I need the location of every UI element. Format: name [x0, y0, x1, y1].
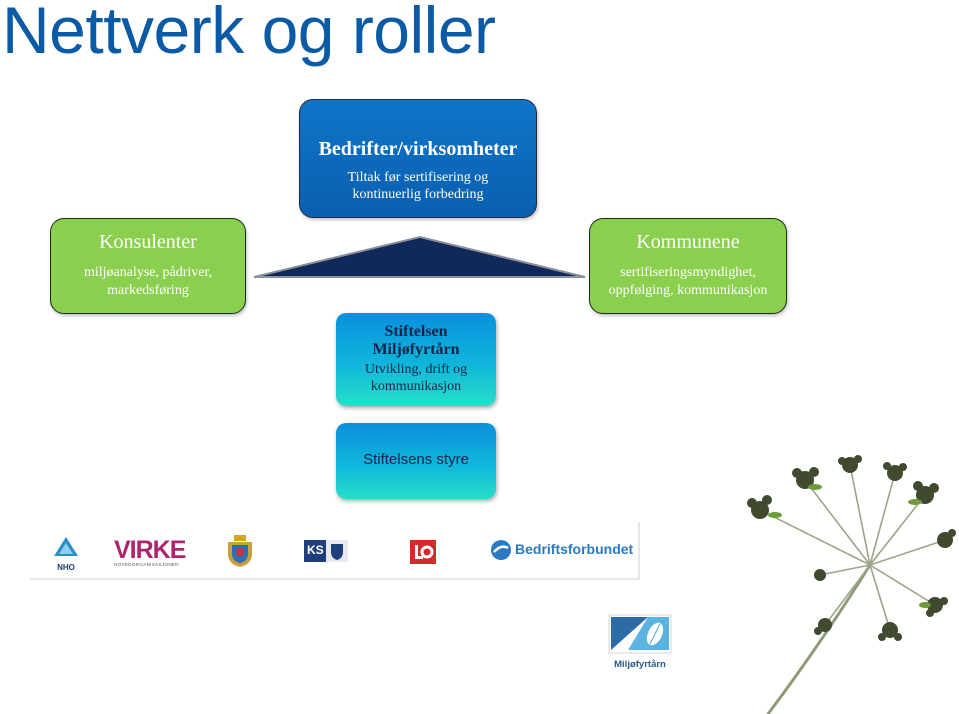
municipalities-line2: oppfølging, kommunikasjon	[608, 283, 768, 298]
virke-logo: VIRKE HOVEDORGANISASJONEN	[114, 538, 194, 574]
bedriftsforbundet-logo: Bedriftsforbundet	[490, 539, 633, 566]
lo-logo	[410, 540, 436, 569]
coat-of-arms-logo	[226, 534, 254, 573]
municipalities-box: Kommunene sertifiseringsmyndighet, oppfø…	[589, 218, 787, 314]
foundation-box: Stiftelsen Miljøfyrtårn Utvikling, drift…	[336, 313, 496, 406]
municipalities-heading: Kommunene	[636, 231, 740, 253]
page-title: Nettverk og roller	[2, 0, 496, 67]
consultants-line1: miljøanalyse, pådriver,	[83, 265, 213, 280]
companies-line2: kontinuerlig forbedring	[352, 187, 484, 202]
consultants-line2: markedsføring	[107, 283, 189, 298]
companies-line1: Tiltak før sertifisering og	[347, 170, 489, 185]
foundation-line3: Utvikling, drift og	[364, 362, 468, 377]
foundation-line2: Miljøfyrtårn	[372, 341, 460, 358]
ks-logo: KS	[304, 540, 348, 567]
companies-heading: Bedrifter/virksomheter	[318, 138, 518, 160]
consultants-box: Konsulenter miljøanalyse, pådriver, mark…	[50, 218, 246, 314]
miljofyrtarn-logo: Miljøfyrtårn	[608, 614, 672, 670]
municipalities-line1: sertifiseringsmyndighet,	[620, 265, 756, 280]
ks-emblem-icon	[304, 540, 348, 562]
nho-logo: NHO	[52, 536, 80, 572]
foundation-line1: Stiftelsen	[384, 323, 448, 340]
partner-logos: NHO VIRKE HOVEDORGANISASJONEN KS	[30, 522, 640, 582]
companies-box: Bedrifter/virksomheter Tiltak før sertif…	[299, 99, 537, 218]
ks-label: KS	[307, 543, 324, 557]
miljofyrtarn-label: Miljøfyrtårn	[614, 659, 666, 670]
virke-label: VIRKE	[114, 536, 186, 564]
shield-crest-icon	[228, 535, 252, 567]
lighthouse-leaf-icon	[608, 614, 672, 654]
bedriftsforbundet-emblem-icon	[491, 540, 511, 560]
consultants-heading: Konsulenter	[99, 231, 197, 253]
bedriftsforbundet-label: Bedriftsforbundet	[515, 541, 634, 557]
nho-emblem-icon	[54, 537, 78, 556]
plant-illustration	[747, 455, 956, 714]
board-box: Stiftelsens styre	[336, 423, 496, 499]
nho-label: NHO	[57, 563, 75, 572]
lo-emblem-icon	[410, 540, 436, 564]
network-triangle	[253, 235, 586, 278]
virke-sublabel: HOVEDORGANISASJONEN	[114, 562, 179, 567]
foundation-line4: kommunikasjon	[370, 379, 462, 394]
board-heading: Stiftelsens styre	[363, 451, 469, 468]
